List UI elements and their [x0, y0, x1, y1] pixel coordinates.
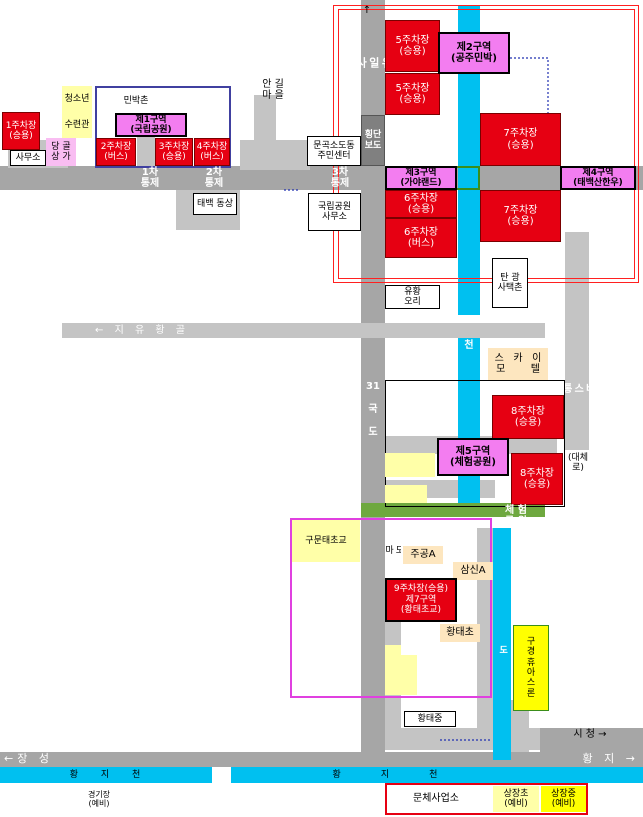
lot1[interactable]: 1주차장 (승용)	[2, 112, 40, 150]
lot2[interactable]: 2주차장 (버스)	[96, 138, 136, 166]
lot8b[interactable]: 8주차장 (승용)	[511, 453, 563, 505]
taebaek-statue[interactable]: 태백 동상	[193, 193, 237, 215]
munche-office[interactable]: 문체사업소	[413, 793, 459, 805]
sodo-stream-lower	[493, 528, 511, 760]
zone1-outline	[95, 86, 231, 168]
jangseong-label: ←장 성	[4, 752, 53, 766]
hwangji-right-label: 황 지 →	[582, 752, 639, 766]
hwangtaejung[interactable]: 황태중	[404, 711, 456, 727]
shuttle-label: 셔 틀 버 스 통 행 로	[565, 382, 589, 394]
sodo-stream-label: 소 도	[458, 240, 480, 310]
lot3[interactable]: 3주차장 (승용)	[155, 138, 193, 166]
zone1-box[interactable]: 제1구역 (국립공원)	[115, 113, 187, 137]
hwangji-stream-label-right: 황 지 천	[332, 769, 438, 780]
zone5-outline	[385, 380, 565, 507]
rest-area[interactable]: 구 경 휴 아 스 론	[513, 625, 549, 711]
lot7a[interactable]: 7주차장 (승용)	[480, 113, 561, 166]
zone3-box[interactable]: 제3구역 (가야랜드)	[385, 166, 457, 190]
jiyuhwanggol-road	[62, 323, 545, 338]
lot7b[interactable]: 7주차장 (승용)	[480, 190, 561, 242]
lot4[interactable]: 4주차장 (버스)	[194, 138, 230, 166]
zone5-yellow-1	[385, 453, 435, 477]
lot5b[interactable]: 5주차장 (승용)	[385, 73, 440, 115]
hwangji-stream-right	[231, 767, 643, 783]
zone7-outline	[290, 518, 492, 698]
lot9-zone7[interactable]: 9주차장(승용) 제7구역 (황태초교)	[385, 578, 457, 622]
si-cheong-label: 시 청 →	[573, 729, 607, 741]
sodo-village: 소 도 마 을	[385, 545, 401, 555]
north-arrow: ↑	[362, 5, 372, 17]
shuttle-road	[565, 232, 589, 450]
right-road-east	[540, 728, 643, 752]
hwangji-stream-label-left: 황 지 천	[69, 769, 141, 780]
angil-road	[254, 95, 276, 140]
training-center: 수련관	[62, 112, 92, 138]
experience-park-label: 체 험 공 원	[505, 504, 527, 528]
zone5-yellow-2	[385, 485, 427, 503]
bottom-outline	[385, 783, 588, 815]
sangjangjung[interactable]: 상장중 (예비)	[541, 786, 586, 812]
checkpoint-1: 1차 통제	[140, 166, 160, 190]
lot5a[interactable]: 5주차장 (승용)	[385, 20, 440, 72]
south-yellow-2	[385, 655, 417, 695]
sangjangcho[interactable]: 상장초 (예비)	[493, 786, 539, 812]
angil-village: 안 길 마 을	[262, 78, 284, 102]
yuhwang-ori[interactable]: 유황 오리	[385, 285, 440, 309]
samsin-apt[interactable]: 삼신A	[453, 562, 493, 580]
cheon-label: 천	[464, 340, 474, 352]
lot6b[interactable]: 6주차장 (버스)	[385, 218, 457, 258]
sodo-stream-upper	[458, 5, 480, 315]
youth-center: 청소년	[62, 86, 92, 112]
coal-museum[interactable]: 탄 광 사택촌	[492, 258, 528, 308]
np-office[interactable]: 국립공원 사무소	[308, 193, 361, 231]
jiyuhwanggol-label: ← 지 유 황 골	[95, 324, 189, 336]
munkok-center[interactable]: 문곡소도동 주민센터	[307, 136, 361, 166]
gyeonggi-gym[interactable]: 경기장 (예비)	[87, 789, 111, 808]
zone5-box[interactable]: 제5구역 (체험공원)	[437, 438, 509, 476]
yuilsa-label: 유 일 사	[361, 57, 385, 69]
hwangtaecho[interactable]: 황태초	[440, 624, 480, 642]
danggol-shops: 당 골 상 가	[46, 138, 76, 166]
lot6a[interactable]: 6주차장 (승용)	[385, 190, 457, 218]
zone2-box[interactable]: 제2구역 (공주민박)	[438, 32, 510, 74]
checkpoint-2: 2차 통제	[204, 166, 224, 190]
gumuntae-school[interactable]: 구문태초교	[292, 520, 360, 562]
detour-label: (대체 로)	[567, 452, 589, 473]
checkpoint-3: 3차 통제	[330, 166, 350, 190]
lot8a[interactable]: 8주차장 (승용)	[492, 395, 564, 439]
office-left[interactable]: 사무소	[10, 150, 46, 166]
sodo-stream-label-2: 소 도 천	[497, 645, 508, 655]
bottom-road	[0, 752, 643, 767]
jugong-apt[interactable]: 주공A	[403, 546, 443, 564]
danggol-connector	[240, 140, 310, 170]
zone4-box[interactable]: 제4구역 (태백산한우)	[560, 166, 636, 190]
hwangji-stream-left	[0, 767, 212, 783]
sky-motel[interactable]: 스 카 이 모 텔	[488, 348, 548, 380]
road31-label: 31 국 도	[366, 381, 380, 439]
bottom-road-horizontal	[385, 728, 565, 750]
minbakchon[interactable]: 민박촌	[123, 95, 149, 106]
crossing-box: 횡단 보도	[361, 115, 385, 166]
